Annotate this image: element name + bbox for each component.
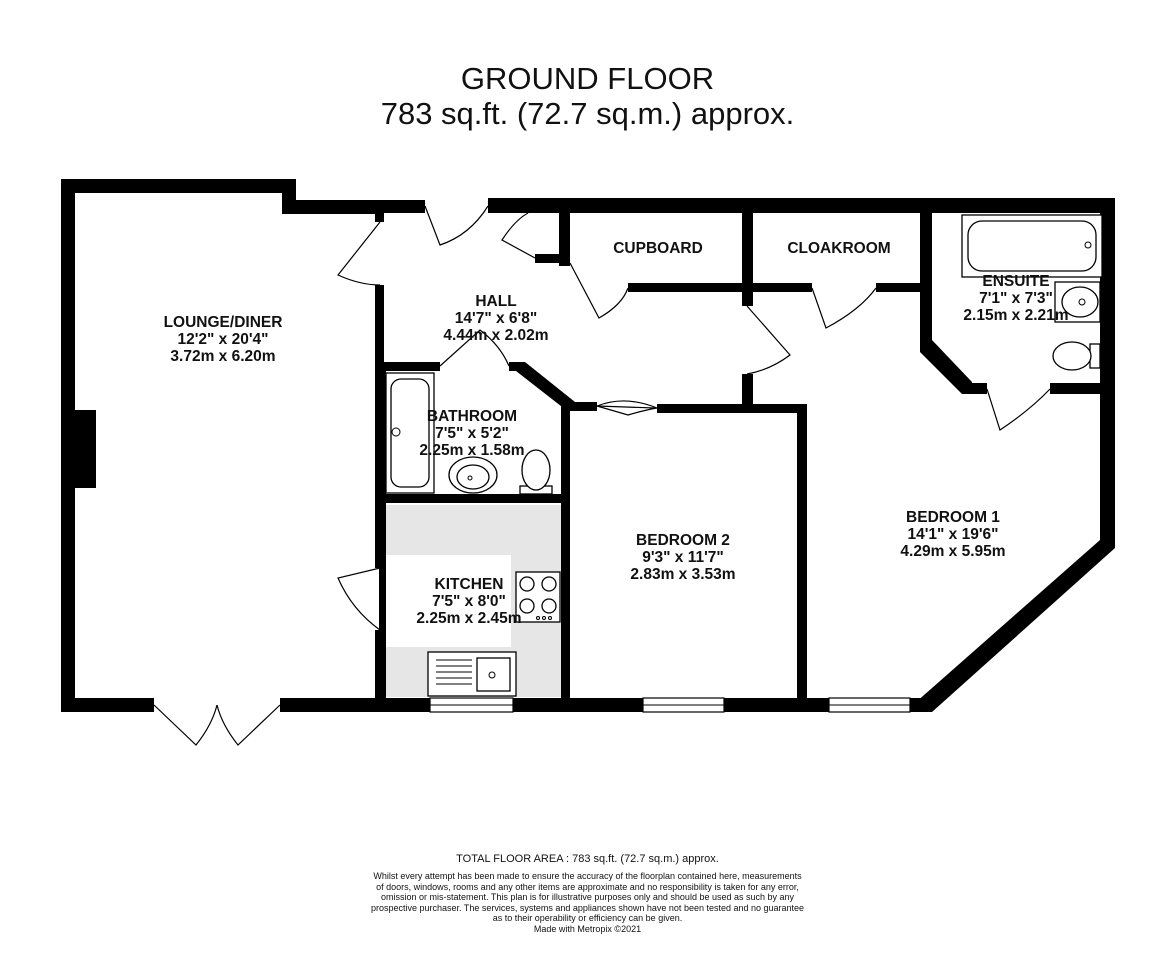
lounge-door <box>337 221 381 286</box>
cupboard-door <box>569 262 629 319</box>
room-label-hall: HALL 14'7" x 6'8" 4.44m x 2.02m <box>443 293 548 344</box>
room-imperial: 7'5" x 5'2" <box>435 425 509 442</box>
entrance-door <box>424 205 489 246</box>
room-imperial: 7'5" x 8'0" <box>432 593 506 610</box>
room-name: HALL <box>475 293 517 310</box>
room-metric: 2.83m x 3.53m <box>630 566 736 583</box>
room-name: BEDROOM 2 <box>636 532 730 549</box>
disclaimer-line: of doors, windows, rooms and any other i… <box>376 881 799 892</box>
room-label-lounge: LOUNGE/DINER 12'2" x 20'4" 3.72m x 6.20m <box>164 314 283 365</box>
total-floor-area: TOTAL FLOOR AREA : 783 sq.ft. (72.7 sq.m… <box>456 853 719 865</box>
doors <box>153 205 1051 746</box>
disclaimer-line: omission or mis-statement. This plan is … <box>380 892 795 902</box>
room-metric: 2.25m x 1.58m <box>419 442 525 459</box>
floor-area-subtitle: 783 sq.ft. (72.7 sq.m.) approx. <box>380 96 795 131</box>
room-name: CLOAKROOM <box>787 240 891 257</box>
ensuite-toilet <box>1052 341 1101 371</box>
made-with-credit: Made with Metropix ©2021 <box>533 923 642 934</box>
bedroom1-door <box>746 305 791 375</box>
room-imperial: 14'1" x 19'6" <box>907 526 999 543</box>
room-label-cloakroom: CLOAKROOM <box>787 240 890 257</box>
room-label-kitchen: KITCHEN 7'5" x 8'0" 2.25m x 2.45m <box>416 576 521 627</box>
kitchen-hob <box>515 571 561 623</box>
room-label-bedroom2: BEDROOM 2 9'3" x 11'7" 2.83m x 3.53m <box>630 532 735 583</box>
disclaimer: Whilst every attempt has been made to en… <box>0 871 1175 934</box>
bathroom-bath <box>385 372 435 494</box>
patio-door-left <box>153 704 218 746</box>
room-name: KITCHEN <box>434 576 504 593</box>
disclaimer-line: as to their operability or efficiency ca… <box>492 913 683 923</box>
disclaimer-line: Whilst every attempt has been made to en… <box>373 871 802 881</box>
ensuite-bath <box>961 214 1103 278</box>
kitchen-clear-area <box>385 555 511 647</box>
hall-cupboard-door <box>501 212 536 259</box>
windows <box>429 697 911 713</box>
room-metric: 4.29m x 5.95m <box>900 543 1006 560</box>
room-metric: 3.72m x 6.20m <box>170 348 276 365</box>
disclaimer-line: prospective purchaser. The services, sys… <box>370 902 805 913</box>
room-name: LOUNGE/DINER <box>163 314 283 331</box>
room-label-bedroom1: BEDROOM 1 14'1" x 19'6" 4.29m x 5.95m <box>900 509 1005 560</box>
room-label-cupboard: CUPBOARD <box>613 240 703 257</box>
bathroom-basin <box>448 456 498 494</box>
room-label-bathroom: BATHROOM 7'5" x 5'2" 2.25m x 1.58m <box>419 408 524 459</box>
bathroom-toilet <box>519 449 553 495</box>
room-imperial: 12'2" x 20'4" <box>177 331 269 348</box>
room-name: ENSUITE <box>982 273 1050 290</box>
room-label-ensuite: ENSUITE 7'1" x 7'3" 2.15m x 2.21m <box>963 273 1068 324</box>
ensuite-basin <box>1054 281 1101 323</box>
room-name: CUPBOARD <box>613 240 703 257</box>
room-name: BEDROOM 1 <box>906 509 1000 526</box>
ensuite-door <box>986 388 1051 431</box>
room-imperial: 7'1" x 7'3" <box>979 290 1053 307</box>
patio-door-right <box>216 704 281 746</box>
walls <box>61 179 1115 712</box>
cloakroom-door <box>811 287 877 329</box>
floor-title: GROUND FLOOR <box>460 61 715 96</box>
bathroom-door <box>439 329 510 367</box>
kitchen-sink <box>427 651 517 697</box>
room-metric: 4.44m x 2.02m <box>443 327 549 344</box>
room-metric: 2.25m x 2.45m <box>416 610 522 627</box>
room-name: BATHROOM <box>426 408 518 425</box>
kitchen-door <box>337 567 381 631</box>
room-imperial: 14'7" x 6'8" <box>454 310 538 327</box>
room-imperial: 9'3" x 11'7" <box>642 549 724 566</box>
room-metric: 2.15m x 2.21m <box>963 307 1069 324</box>
